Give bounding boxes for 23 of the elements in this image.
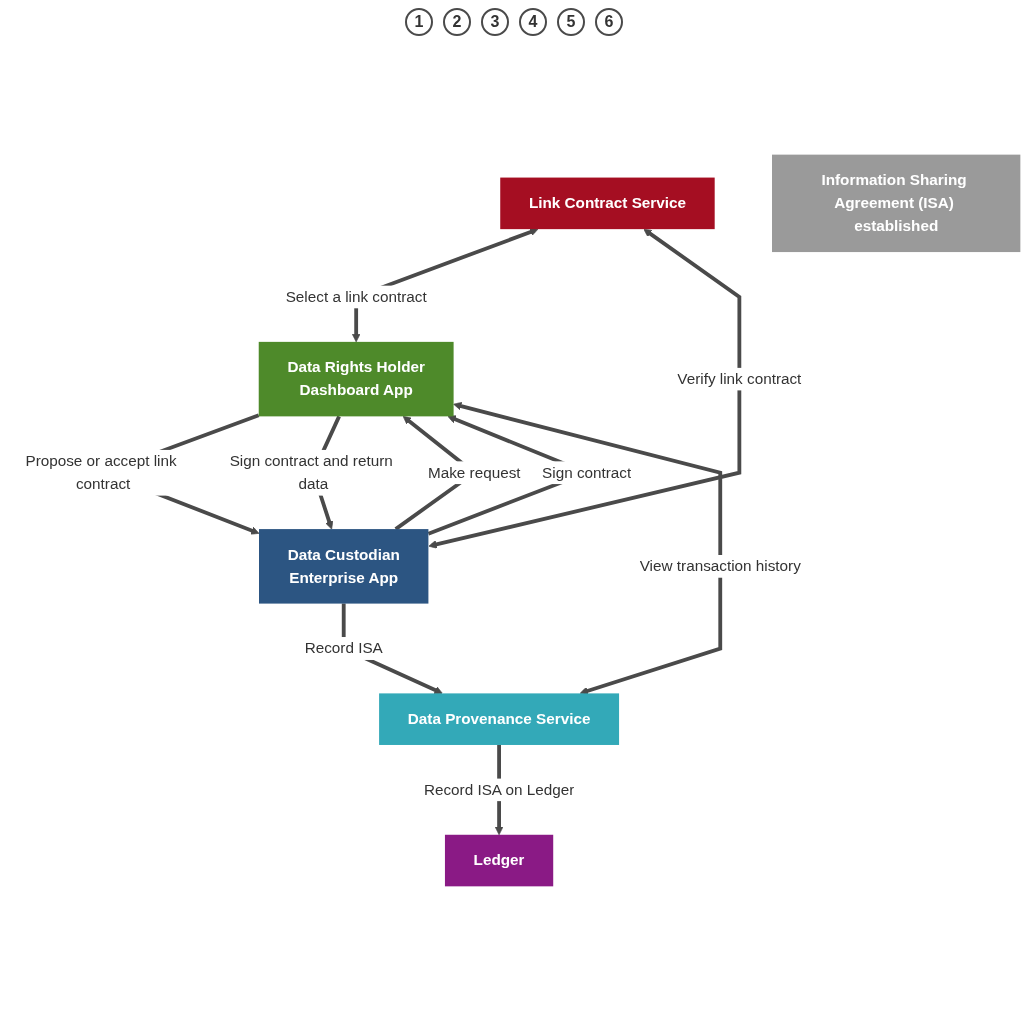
edge-label: Sign contract and return data xyxy=(229,452,393,492)
node-box: Ledger xyxy=(444,834,554,886)
arrow xyxy=(453,401,723,695)
step-number: 1 xyxy=(405,8,433,36)
step-number: 6 xyxy=(595,8,623,36)
edge-label: Propose or accept link contract xyxy=(25,452,177,492)
node-box: Data Rights Holder Dashboard App xyxy=(258,341,454,416)
edge-label: Verify link contract xyxy=(677,370,802,387)
node-box: Information Sharing Agreement (ISA) established xyxy=(772,154,1021,252)
step-number: 4 xyxy=(519,8,547,36)
node-box: Data Provenance Service xyxy=(379,692,620,745)
node-box: Link Contract Service xyxy=(500,177,715,229)
arrow xyxy=(428,228,742,549)
node-box: Data Custodian Enterprise App xyxy=(259,528,429,604)
edge-label: Record ISA xyxy=(304,639,383,656)
edge-label: Sign contract xyxy=(542,463,632,480)
edge-label: Record ISA on Ledger xyxy=(423,780,575,798)
step-number: 5 xyxy=(557,8,585,36)
edge-label: View transaction history xyxy=(639,557,801,574)
step-number: 2 xyxy=(443,8,471,36)
edge-label: Make request xyxy=(427,463,521,480)
step-number: 3 xyxy=(481,8,509,36)
edge-label: Select a link contract xyxy=(285,287,427,305)
